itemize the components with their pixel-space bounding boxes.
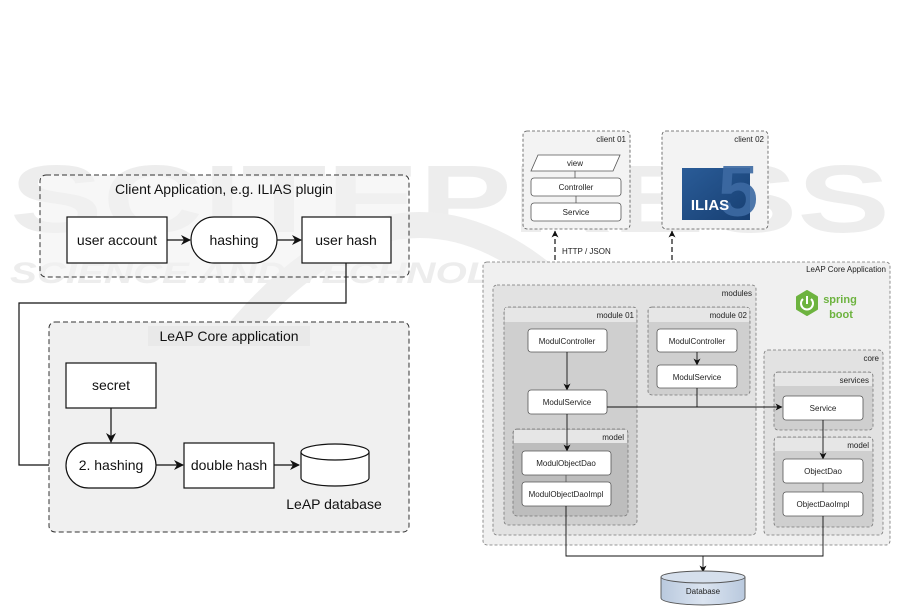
core-services-header [775, 373, 872, 386]
modules-label: modules [722, 289, 752, 298]
module02-controller-label: ModulController [669, 337, 726, 346]
client-application-title: Client Application, e.g. ILIAS plugin [115, 181, 333, 197]
module01-controller[interactable] [527, 328, 608, 353]
module01-dao-impl[interactable] [521, 481, 612, 507]
database-icon[interactable] [660, 570, 746, 606]
controller-label: Controller [559, 183, 594, 192]
view-label: view [567, 159, 583, 168]
module01-label: module 01 [597, 311, 635, 320]
protocol-label: HTTP / JSON [562, 247, 611, 256]
hashing-label: hashing [209, 232, 258, 248]
secret-node[interactable] [65, 362, 157, 409]
connector-userhash-to-second-hashing [18, 263, 347, 470]
spring-logo-text: spring [823, 294, 857, 306]
right-diagram: client 01 view Controller Service client… [482, 130, 891, 606]
leap-database-label: LeAP database [286, 496, 382, 512]
module01-controller-label: ModulController [539, 337, 596, 346]
second-hashing-label: 2. hashing [79, 457, 144, 473]
core-model-label: model [847, 441, 869, 450]
impls-to-database-link [565, 506, 824, 557]
client02-label: client 02 [734, 135, 764, 144]
core-model-header [775, 438, 872, 451]
core-services-label: services [840, 376, 869, 385]
core-label: core [863, 354, 879, 363]
ilias-logo-text: ILIAS [691, 197, 729, 214]
service-label: Service [563, 208, 590, 217]
module01-dao-label: ModulObjectDao [536, 459, 596, 468]
core-service-label: Service [810, 404, 837, 413]
ilias-logo: 5 ILIAS [682, 152, 758, 232]
module01-dao[interactable] [521, 450, 612, 476]
user-account-label: user account [77, 232, 157, 248]
client01-label: client 01 [596, 135, 626, 144]
left-diagram: Client Application, e.g. ILIAS plugin us… [18, 174, 410, 533]
core-dao-impl-label: ObjectDaoImpl [797, 500, 850, 509]
module02-header [649, 308, 749, 322]
leap-database-icon[interactable] [300, 443, 370, 487]
leap-core-label: LeAP Core Application [806, 265, 886, 274]
core-application-title: LeAP Core application [159, 328, 298, 344]
module01-model-label: model [602, 433, 624, 442]
module01-header [505, 308, 636, 322]
double-hash-label: double hash [191, 457, 267, 473]
view-layer[interactable] [530, 154, 621, 172]
module01-service[interactable] [527, 389, 608, 415]
core-dao-label: ObjectDao [804, 467, 842, 476]
core-title-bg [148, 326, 310, 346]
module02-label: module 02 [710, 311, 748, 320]
module02-service-label: ModulService [673, 373, 722, 382]
database-label: Database [686, 587, 721, 596]
module01-model-header [514, 430, 627, 443]
user-hash-label: user hash [315, 232, 376, 248]
spring-boot-logo: spring boot [796, 290, 857, 321]
service-layer[interactable] [530, 202, 622, 222]
module01-dao-impl-label: ModulObjectDaoImpl [529, 490, 604, 499]
ilias-logo-number: 5 [718, 152, 758, 232]
secret-label: secret [92, 377, 130, 393]
module01-service-label: ModulService [543, 398, 592, 407]
boot-logo-text: boot [829, 309, 853, 321]
